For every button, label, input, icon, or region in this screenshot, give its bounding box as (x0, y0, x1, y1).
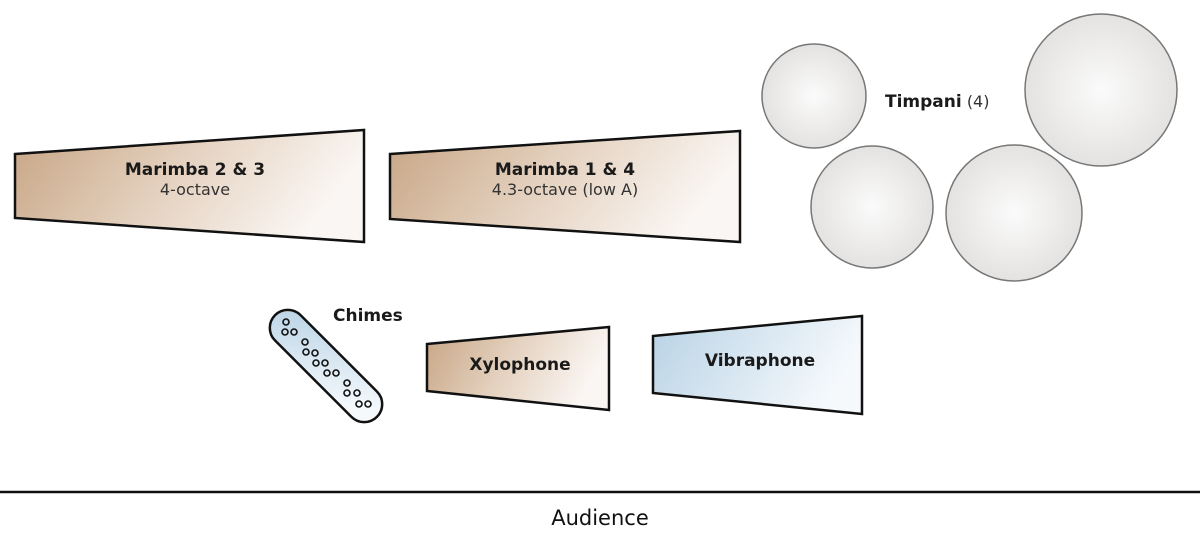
marimba-1-4-label: Marimba 1 & 4 4.3-octave (low A) (460, 160, 670, 199)
timpani-count: (4) (966, 92, 990, 111)
timpani-drum-1[interactable] (761, 43, 867, 149)
marimba-2-3-detail: 4-octave (159, 180, 231, 199)
audience-label: Audience (551, 506, 649, 530)
marimba-1-4-name: Marimba 1 & 4 (494, 160, 636, 180)
chimes-shape[interactable] (262, 302, 389, 429)
marimba-1-4-detail: 4.3-octave (low A) (491, 180, 639, 199)
marimba-2-3-name: Marimba 2 & 3 (124, 160, 266, 180)
timpani-drum-4[interactable] (1024, 13, 1178, 167)
marimba-2-3-label: Marimba 2 & 3 4-octave (100, 160, 290, 199)
vibraphone-label: Vibraphone (704, 351, 816, 371)
timpani-name: Timpani (885, 92, 962, 112)
marimba-1-4-shape[interactable] (388, 129, 742, 244)
xylophone-shape[interactable] (425, 325, 611, 412)
chimes-label: Chimes (333, 306, 403, 326)
xylophone-label: Xylophone (469, 355, 571, 375)
marimba-2-3-shape[interactable] (13, 128, 366, 244)
timpani-drum-3[interactable] (945, 144, 1083, 282)
vibraphone-shape[interactable] (651, 314, 864, 416)
chime-tubes (281, 318, 372, 408)
timpani-label: Timpani (4) (885, 92, 1005, 112)
timpani-drum-2[interactable] (810, 145, 934, 269)
